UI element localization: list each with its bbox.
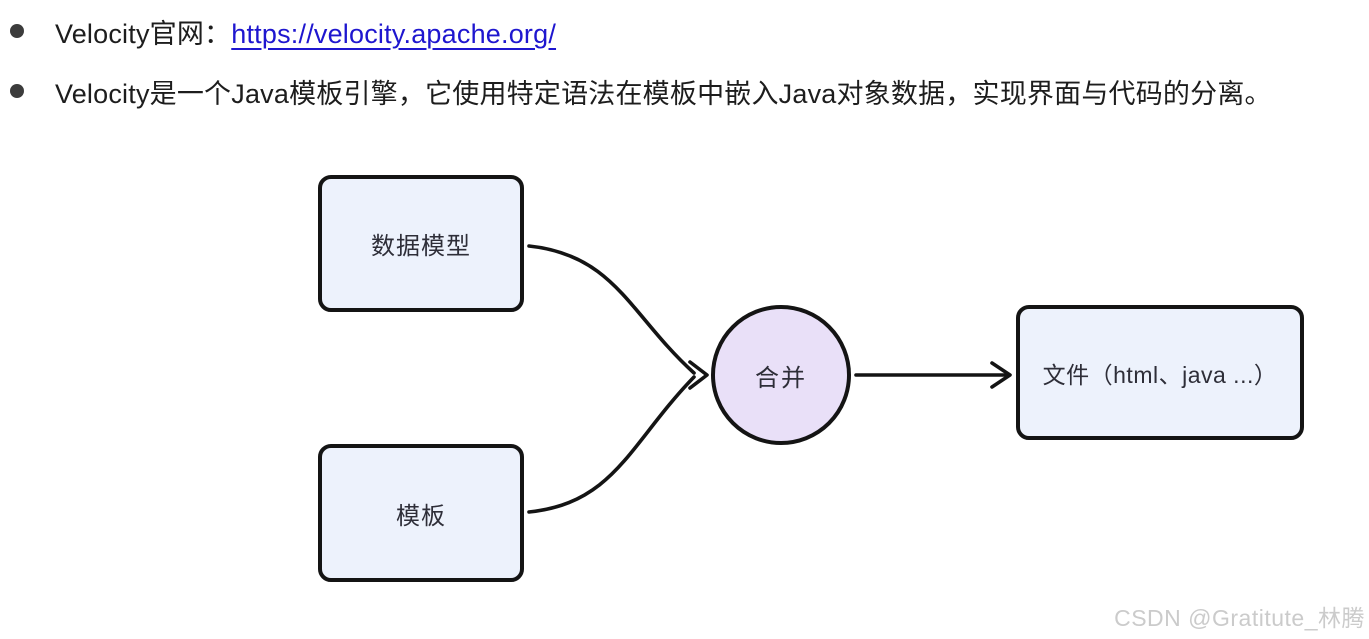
node-merge: 合并 (711, 305, 851, 445)
node-output-file: 文件（html、java ...） (1016, 305, 1304, 440)
velocity-site-link[interactable]: https://velocity.apache.org/ (231, 18, 557, 49)
arrow-data-model-to-merge (527, 244, 696, 375)
velocity-description-text: Velocity是一个Java模板引擎，它使用特定语法在模板中嵌入Java对象数… (55, 78, 1272, 109)
official-site-text: Velocity官网：https://velocity.apache.org/ (55, 12, 556, 51)
node-output-file-label: 文件（html、java ...） (1042, 361, 1278, 388)
bullet-icon (10, 84, 24, 98)
file-arrowhead-icon (990, 361, 1012, 389)
bullet-item-description: Velocity是一个Java模板引擎，它使用特定语法在模板中嵌入Java对象数… (10, 74, 1272, 109)
node-template: 模板 (318, 444, 524, 582)
node-template-label: 模板 (396, 502, 446, 530)
node-data-model-label: 数据模型 (371, 233, 471, 260)
node-data-model: 数据模型 (318, 175, 524, 312)
watermark: CSDN @Gratitute_林腾 (1114, 605, 1365, 631)
node-merge-label: 合并 (755, 364, 807, 392)
bullet-icon (10, 24, 24, 38)
merge-arrowhead-icon (688, 360, 709, 390)
bullet-item-official-site: Velocity官网：https://velocity.apache.org/ (10, 12, 556, 51)
arrow-template-to-merge (527, 375, 696, 514)
official-site-prefix: Velocity官网： (55, 18, 232, 49)
